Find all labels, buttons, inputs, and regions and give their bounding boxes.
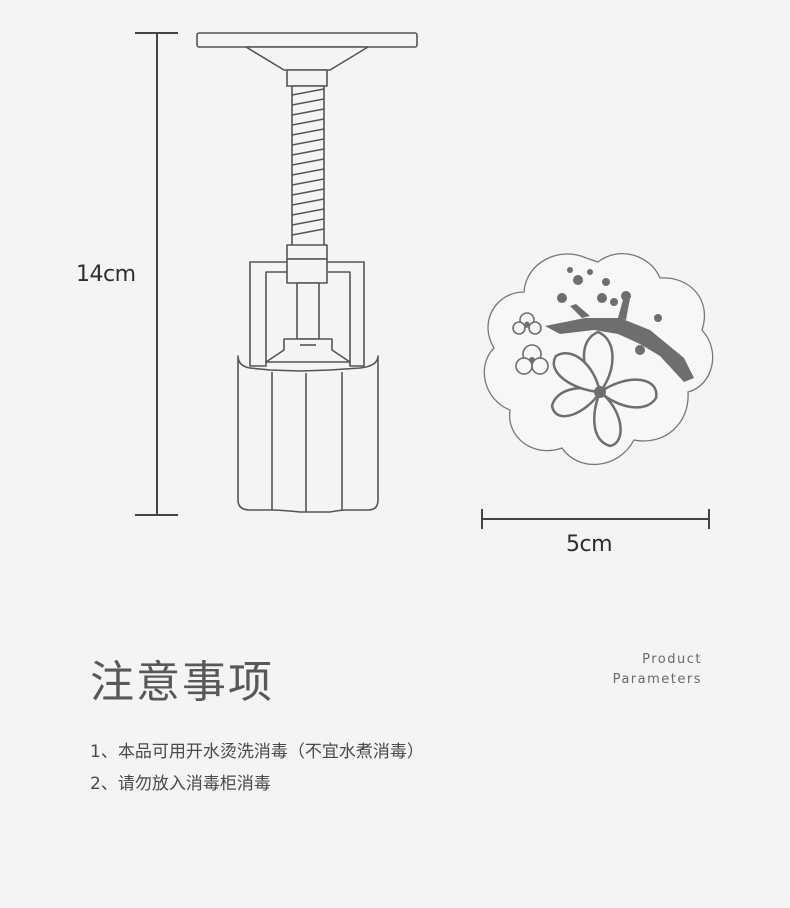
notes-title: 注意事项 (90, 657, 274, 708)
width-dimension-line (481, 509, 710, 529)
mooncake-mold-press-icon (196, 32, 418, 513)
note-item: 2、请勿放入消毒柜消毒 (90, 774, 271, 794)
english-heading-line1: Product (642, 652, 702, 667)
cherry-blossom-stamp-icon (483, 253, 714, 466)
note-item: 1、本品可用开水烫洗消毒（不宜水煮消毒） (90, 742, 424, 762)
english-heading-line2: Parameters (612, 672, 702, 687)
height-label: 14cm (76, 262, 136, 287)
width-label: 5cm (566, 532, 613, 557)
notes-list: 1、本品可用开水烫洗消毒（不宜水煮消毒） 2、请勿放入消毒柜消毒 (90, 736, 424, 800)
english-heading: Product Parameters (613, 650, 702, 690)
height-dimension-line (135, 32, 178, 516)
